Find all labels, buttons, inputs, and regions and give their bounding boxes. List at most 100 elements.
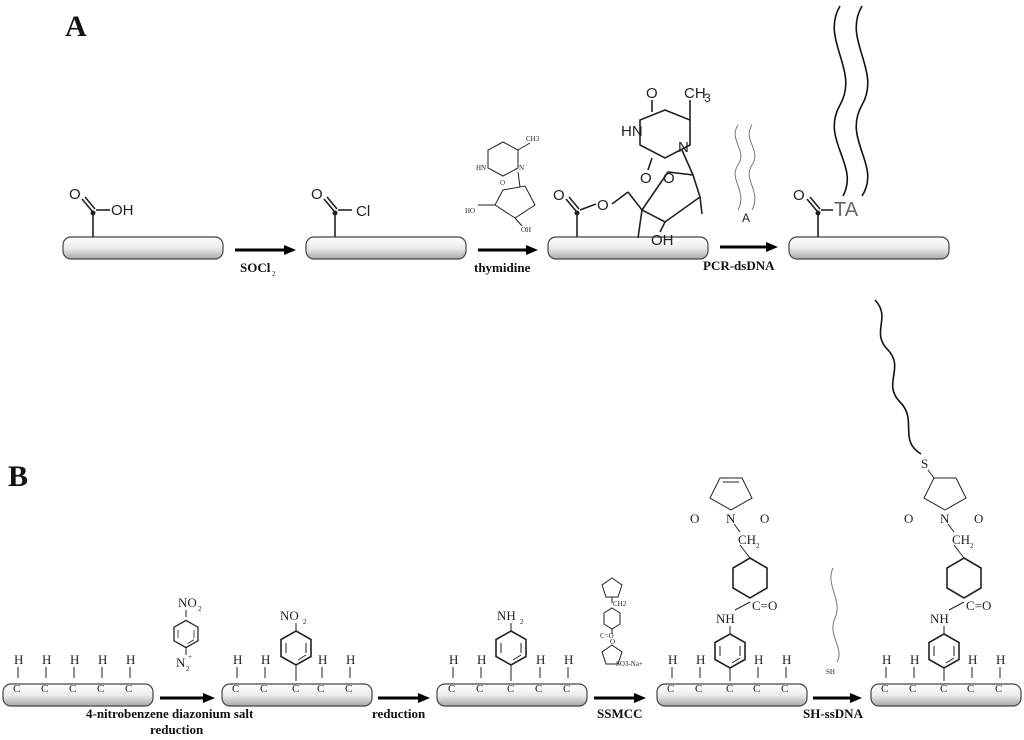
svg-text:H: H xyxy=(126,652,135,667)
arrow-label-ssmcc: SSMCC xyxy=(597,706,643,721)
svg-text:C: C xyxy=(967,683,974,695)
surface-b4 xyxy=(656,683,808,707)
svg-text:C: C xyxy=(41,683,48,695)
carboxyl-group: O OH xyxy=(69,186,134,237)
carboxyl-o: O xyxy=(69,186,81,203)
panel-a-label: A xyxy=(65,10,87,43)
svg-text:CH: CH xyxy=(738,532,756,547)
svg-text:C: C xyxy=(940,683,947,695)
arrow-label-reduction: reduction xyxy=(372,706,426,721)
svg-text:SO3-Na+: SO3-Na+ xyxy=(616,660,643,668)
svg-text:NH: NH xyxy=(716,611,735,626)
svg-text:O: O xyxy=(760,511,769,526)
ta-carbonyl-o: O xyxy=(793,187,805,204)
surface-b2 xyxy=(221,683,373,707)
hc-row-b1: HC HC HC HC HC xyxy=(13,652,135,695)
svg-text:CH: CH xyxy=(952,532,970,547)
panel-b-label: B xyxy=(8,460,28,493)
carboxyl-oh: OH xyxy=(111,202,134,219)
svg-text:S: S xyxy=(921,456,928,471)
svg-text:2: 2 xyxy=(186,665,190,673)
svg-text:C: C xyxy=(535,683,542,695)
arrow-a1: SOCl 2 xyxy=(235,245,296,278)
svg-text:C: C xyxy=(232,683,239,695)
acyl-chloride-group: O Cl xyxy=(311,186,370,237)
svg-text:C: C xyxy=(753,683,760,695)
arrow-label-pcr-dsdna: PCR-dsDNA xyxy=(703,258,775,273)
base-n: N xyxy=(678,139,689,156)
arrow-label-diazonium-reduction: reduction xyxy=(150,722,204,737)
svg-text:H: H xyxy=(261,652,270,667)
thymidine-n-small: N xyxy=(519,164,524,172)
svg-text:2: 2 xyxy=(756,542,760,550)
svg-text:C: C xyxy=(13,683,20,695)
surface-a3 xyxy=(547,236,709,260)
svg-text:C=O: C=O xyxy=(966,598,991,613)
svg-text:H: H xyxy=(996,652,1005,667)
acyl-o: O xyxy=(311,186,323,203)
diazonium-reagent: NO 2 N 2 + xyxy=(173,595,202,673)
arrow-b3: SSMCC xyxy=(594,693,646,721)
ta-label: TA xyxy=(834,199,859,221)
svg-text:NH: NH xyxy=(930,611,949,626)
svg-text:H: H xyxy=(754,652,763,667)
svg-text:C: C xyxy=(507,683,514,695)
svg-text:H: H xyxy=(536,652,545,667)
thymidine-reagent: HN O N CH3 HO OH xyxy=(465,135,540,234)
svg-text:O: O xyxy=(690,511,699,526)
surface-a4 xyxy=(788,236,950,260)
svg-text:H: H xyxy=(782,652,791,667)
svg-text:NH: NH xyxy=(497,608,516,623)
base-o-top: O xyxy=(646,85,658,102)
surface-b5 xyxy=(870,683,1022,707)
sugar-ring-o: O xyxy=(663,170,675,187)
svg-text:H: H xyxy=(98,652,107,667)
svg-text:C: C xyxy=(97,683,104,695)
svg-text:O: O xyxy=(610,638,615,646)
svg-text:C=O: C=O xyxy=(752,598,777,613)
svg-text:H: H xyxy=(564,652,573,667)
svg-text:H: H xyxy=(70,652,79,667)
surface-b3 xyxy=(436,683,588,707)
svg-text:SH: SH xyxy=(826,668,835,676)
arrow-a3: PCR-dsDNA xyxy=(703,242,778,273)
svg-text:C: C xyxy=(476,683,483,695)
base-ch3-sub: 3 xyxy=(704,91,711,105)
svg-text:C: C xyxy=(667,683,674,695)
svg-text:H: H xyxy=(668,652,677,667)
svg-text:H: H xyxy=(910,652,919,667)
maleimide-surface: HC HC C NH C=O CH 2 N O O HC HC xyxy=(667,477,791,695)
ssmcc-reagent: CH2 C=O O SO3-Na+ xyxy=(600,577,643,668)
nitrophenyl-surface: HC HC C NO 2 HC HC xyxy=(232,608,355,695)
aminophenyl-surface: HC HC C NH 2 HC HC xyxy=(448,608,573,695)
thymidine-o-small: O xyxy=(500,179,505,187)
surface-b1 xyxy=(2,683,154,707)
svg-text:H: H xyxy=(14,652,23,667)
svg-text:N: N xyxy=(726,511,736,526)
dna-conjugate-a: O TA xyxy=(793,5,869,237)
svg-text:H: H xyxy=(477,652,486,667)
svg-text:C: C xyxy=(563,683,570,695)
arrow-b2: reduction xyxy=(372,693,430,721)
arrow-b4: SH-ssDNA xyxy=(803,693,864,721)
svg-text:C: C xyxy=(260,683,267,695)
svg-text:CH2: CH2 xyxy=(613,600,627,608)
sh-ssdna-reagent: SH xyxy=(826,567,840,676)
svg-text:H: H xyxy=(318,652,327,667)
arrow-label-thymidine: thymidine xyxy=(474,260,531,275)
thymidine-ester: O O O OH O HN N O CH 3 xyxy=(553,85,711,249)
svg-text:C: C xyxy=(448,683,455,695)
ester-carbonyl-o: O xyxy=(553,187,565,204)
base-ch3: CH xyxy=(684,85,706,102)
svg-text:NO: NO xyxy=(178,595,197,610)
svg-text:2: 2 xyxy=(520,618,524,626)
sugar-oh: OH xyxy=(651,232,674,249)
thymidine-ch3-small: CH3 xyxy=(526,135,540,143)
svg-text:C: C xyxy=(69,683,76,695)
svg-text:C: C xyxy=(726,683,733,695)
svg-text:N: N xyxy=(940,511,950,526)
svg-text:H: H xyxy=(968,652,977,667)
svg-text:C=O: C=O xyxy=(600,632,614,640)
svg-text:H: H xyxy=(233,652,242,667)
arrow-label-diazonium: 4-nitrobenzene diazonium salt xyxy=(86,706,254,721)
